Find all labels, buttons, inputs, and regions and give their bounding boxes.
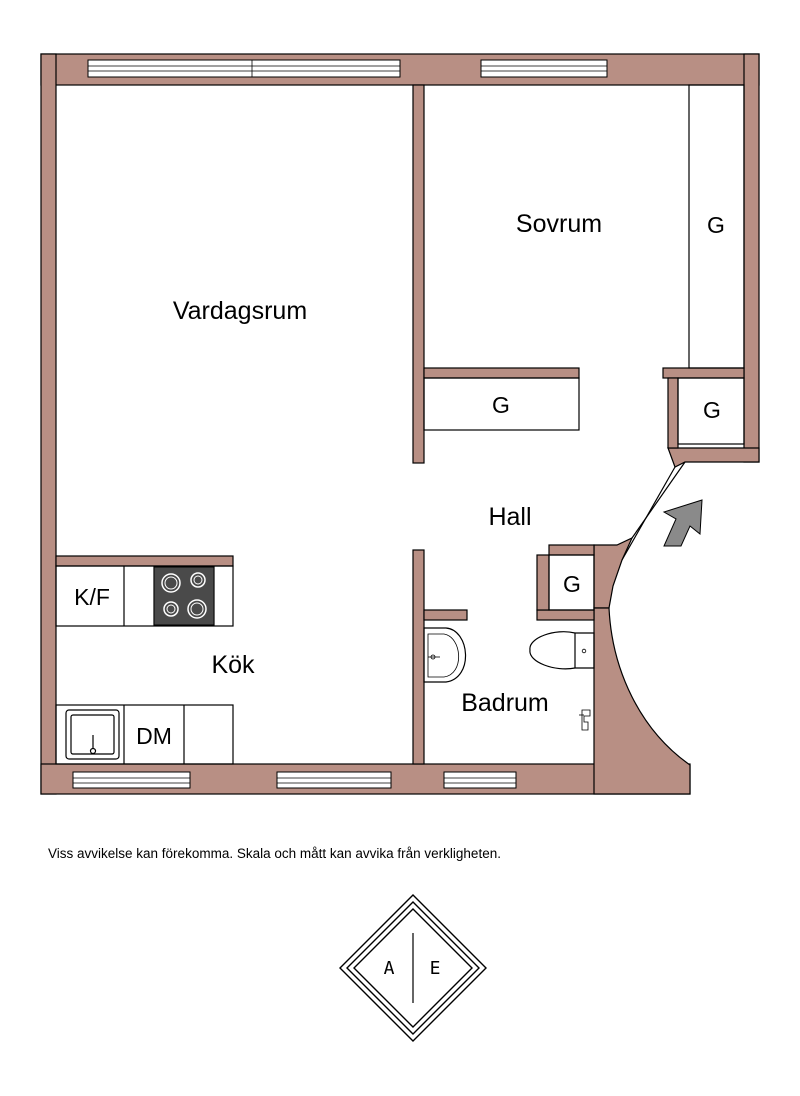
room-label-sovrum: Sovrum (516, 210, 602, 238)
kitchen-sink (65, 709, 120, 760)
window-kok-right (276, 771, 392, 789)
compass-logo: A E (339, 894, 487, 1042)
wall-closet-right (667, 377, 679, 449)
wall-sovrum-bottom-right (662, 367, 745, 379)
disclaimer-text: Viss avvikelse kan förekomma. Skala och … (48, 846, 501, 861)
window-kok-left (72, 771, 191, 789)
right-wall (743, 53, 760, 463)
window-sovrum (480, 59, 608, 78)
curved-wall (593, 607, 691, 795)
wardrobes: G G G G (423, 84, 745, 611)
wall-kitchen-badrum (412, 549, 425, 765)
entry-wall-right (667, 447, 760, 468)
entry-wall-left (593, 536, 634, 609)
wardrobe-hall-left (423, 377, 580, 431)
wardrobe-hall-right (677, 377, 745, 445)
wall-badrum-top-left (423, 609, 468, 621)
wall-badrum-top-right (536, 609, 595, 621)
bathroom-fixtures (423, 627, 595, 731)
window-badrum (443, 771, 517, 789)
windows (72, 59, 608, 789)
wardrobe-label-hall-right: G (703, 397, 721, 423)
entry-arrow (662, 499, 703, 547)
interior-walls (55, 84, 745, 765)
wardrobe-label-sovrum: G (707, 212, 725, 238)
wall-hall-closet (536, 554, 550, 611)
kitchen-counter-bottom (55, 704, 234, 765)
wall-vardagsrum-sovrum (412, 84, 425, 464)
shower-tap (581, 709, 591, 731)
room-label-kok: Kök (211, 651, 255, 679)
wall-kitchen-top (55, 555, 234, 567)
room-label-hall: Hall (488, 503, 531, 531)
compass-letter-right: E (430, 958, 441, 979)
room-label-badrum: Badrum (461, 689, 549, 717)
compass-letter-left: A (384, 958, 395, 979)
wardrobe-hall-bottom (548, 554, 595, 611)
left-wall (40, 53, 57, 795)
toilet (529, 631, 595, 670)
bathroom-sink (423, 627, 467, 683)
kitchen-counter-top (55, 565, 234, 627)
window-vardagsrum (87, 59, 401, 78)
wardrobe-sovrum (688, 84, 745, 369)
room-label-vardagsrum: Vardagsrum (173, 297, 307, 325)
wardrobe-label-hall-bottom: G (563, 571, 581, 597)
stove (153, 566, 215, 626)
dishwasher-label: DM (136, 723, 172, 749)
fridge-freezer-label: K/F (74, 584, 110, 610)
wardrobe-label-hall-left: G (492, 392, 510, 418)
wall-hall-closet-top (548, 544, 595, 556)
wall-sovrum-bottom-left (423, 367, 580, 379)
kitchen-fixtures: K/F DM (55, 565, 234, 765)
entrance-arrow-icon (621, 461, 703, 561)
outer-walls (40, 53, 760, 795)
